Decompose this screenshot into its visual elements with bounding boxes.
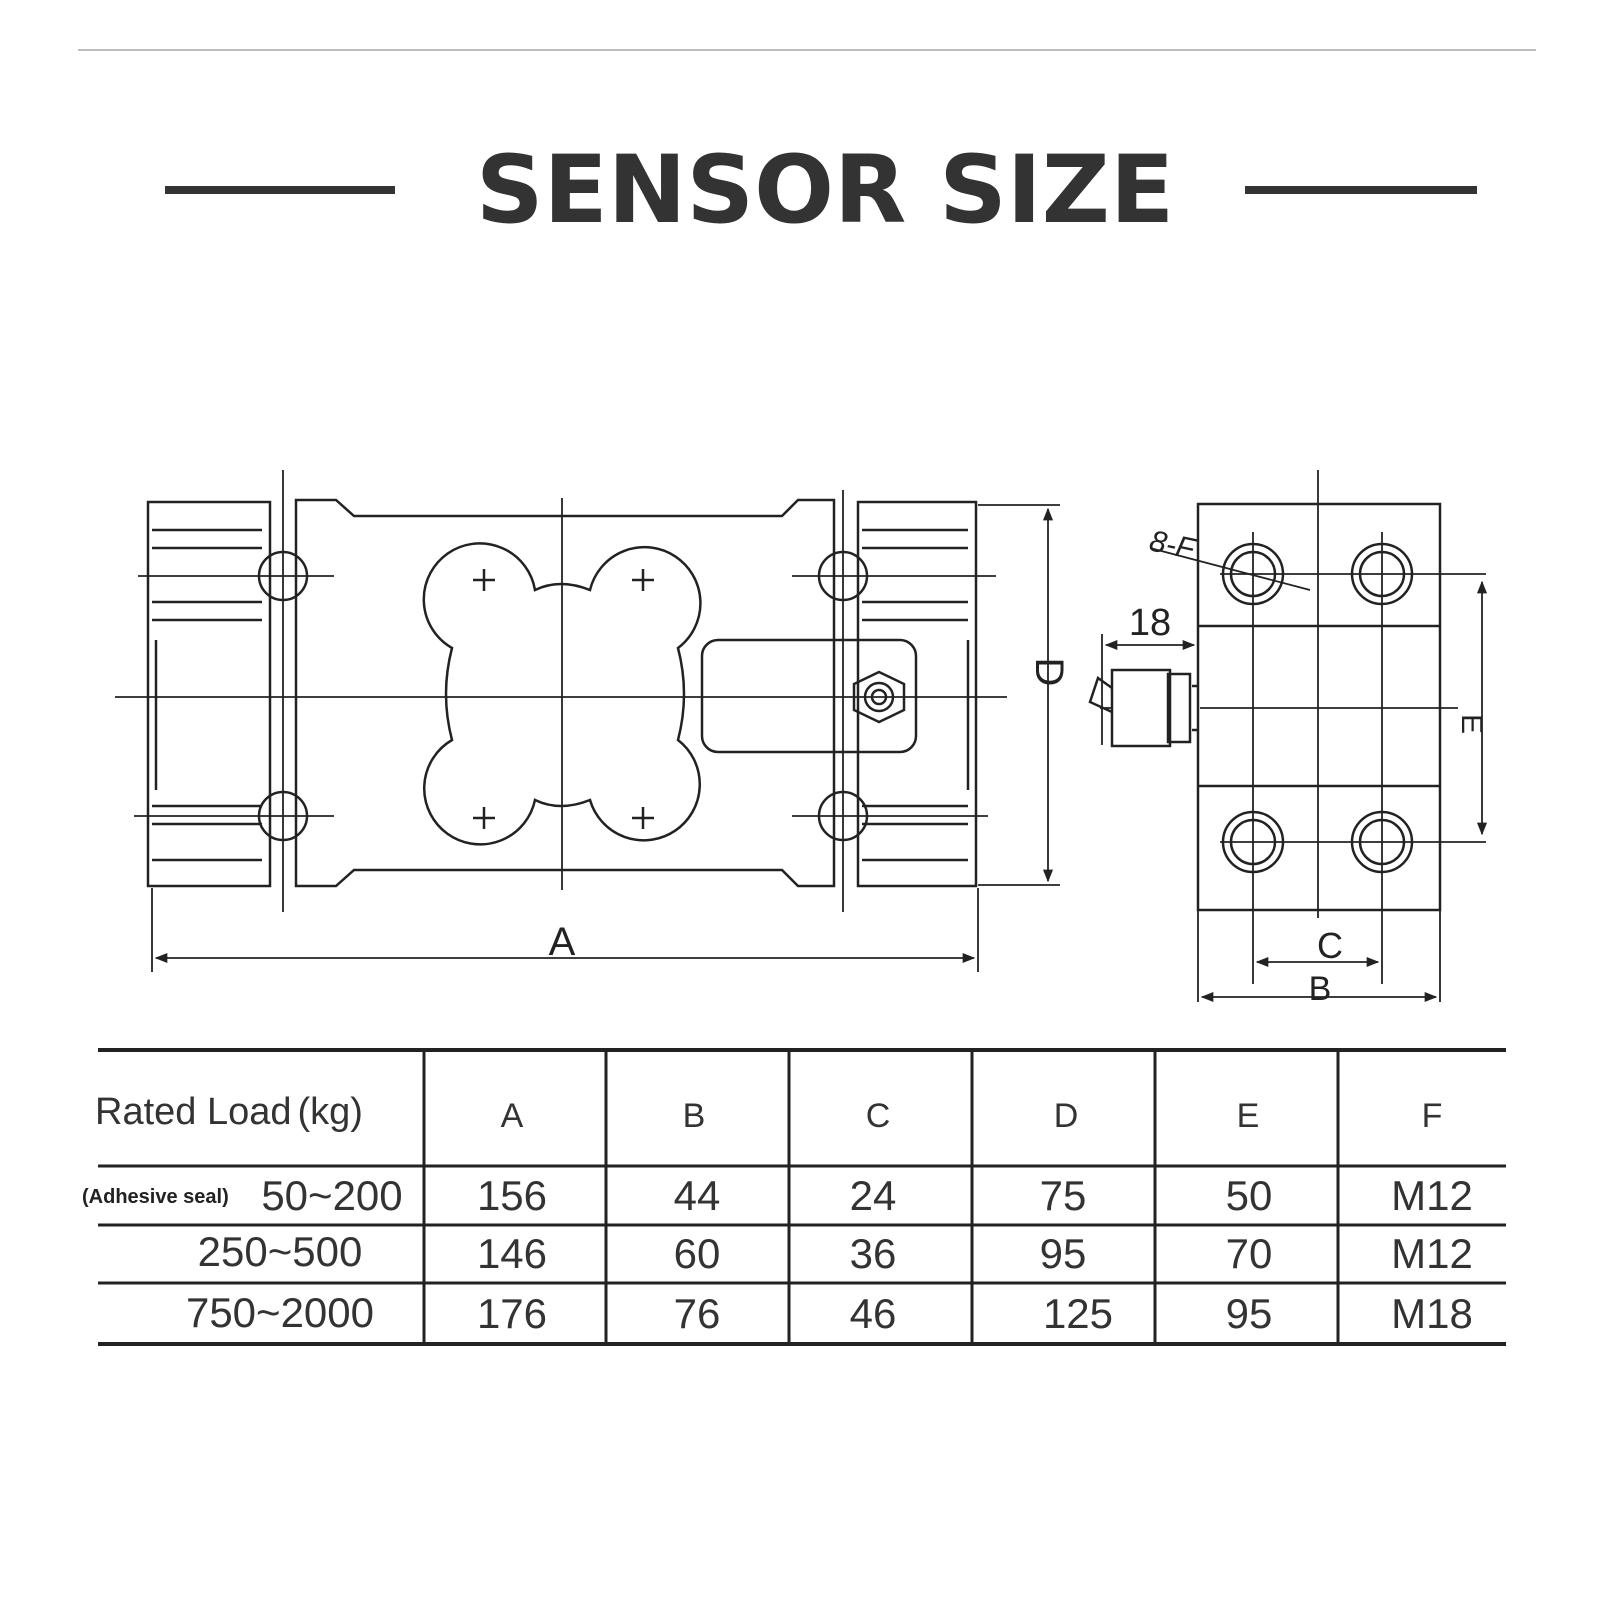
cross-mark — [632, 569, 654, 591]
dimension-a — [151, 888, 979, 972]
row-note: (Adhesive seal) — [82, 1186, 229, 1208]
column-header-a: A — [501, 1097, 524, 1135]
front-cross-marks — [473, 569, 654, 829]
cross-mark — [473, 569, 495, 591]
table-row: 750~2000 176 76 46 125 95 M18 — [186, 1289, 1473, 1337]
side-centerlines — [1100, 470, 1486, 984]
cross-mark — [473, 807, 495, 829]
cable-recess — [700, 638, 918, 754]
column-header-b: B — [683, 1097, 706, 1135]
dimension-d-label: D — [1027, 658, 1071, 687]
cell-d: 75 — [1040, 1172, 1087, 1219]
cell-d: 95 — [1040, 1230, 1087, 1277]
cell-a: 176 — [477, 1290, 547, 1337]
dimension-d — [978, 504, 1060, 886]
cell-c: 46 — [850, 1290, 897, 1337]
dimension-c-label: C — [1317, 925, 1343, 966]
column-header-d: D — [1054, 1097, 1079, 1135]
dimension-18-label: 18 — [1129, 602, 1171, 644]
cell-f: M12 — [1391, 1172, 1473, 1219]
cell-e: 70 — [1226, 1230, 1273, 1277]
table-row: 250~500 146 60 36 95 70 M12 — [198, 1228, 1473, 1277]
header-rated-load-text: Rated Load — [95, 1091, 292, 1133]
connector-nut — [1166, 672, 1192, 744]
dimension-e-label: E — [1455, 714, 1488, 734]
cell-f: M12 — [1391, 1230, 1473, 1277]
header-unit: (kg) — [298, 1091, 363, 1133]
column-header-c: C — [866, 1097, 891, 1135]
hole-spec-leader — [1149, 547, 1311, 591]
cell-a: 156 — [477, 1172, 547, 1219]
header-rated-load: Rated Load(kg) — [95, 1091, 363, 1133]
cell-e: 50 — [1226, 1172, 1273, 1219]
hole-spec-label: 8-F — [1147, 525, 1200, 567]
side-view-drawing — [1088, 502, 1442, 912]
cell-b: 44 — [674, 1172, 721, 1219]
right-mount-block — [856, 500, 978, 888]
cross-mark — [632, 807, 654, 829]
cable-connector — [1110, 668, 1172, 748]
side-body-outline — [1196, 502, 1442, 912]
cell-c: 36 — [850, 1230, 897, 1277]
cell-a: 146 — [477, 1230, 547, 1277]
front-centerlines — [115, 470, 1007, 912]
page-title: SENSOR SIZE — [476, 136, 1174, 245]
table-row: (Adhesive seal) 50~200 156 44 24 75 50 M… — [82, 1172, 1473, 1219]
dimension-a-label: A — [549, 920, 576, 964]
row-rated-load: 250~500 — [198, 1228, 363, 1275]
column-header-e: E — [1237, 1097, 1260, 1135]
left-mount-block — [146, 500, 272, 888]
table-grid — [98, 1048, 1506, 1346]
row-rated-load: 50~200 — [261, 1172, 402, 1219]
cell-b: 76 — [674, 1290, 721, 1337]
cell-f: M18 — [1391, 1290, 1473, 1337]
cell-c: 24 — [850, 1172, 897, 1219]
dimension-b — [1197, 910, 1441, 1003]
dimension-b-label: B — [1309, 970, 1332, 1008]
dimension-18 — [1101, 634, 1196, 745]
hex-nut — [852, 670, 906, 724]
column-header-f: F — [1422, 1097, 1443, 1135]
row-rated-load: 750~2000 — [186, 1289, 374, 1336]
cell-e: 95 — [1226, 1290, 1273, 1337]
load-cell-body-outline — [294, 498, 836, 888]
cell-d: 125 — [1043, 1290, 1113, 1337]
spec-table: Rated Load(kg) A B C D E F (Adhesive sea… — [82, 1048, 1506, 1346]
cell-b: 60 — [674, 1230, 721, 1277]
cable-end — [1088, 675, 1113, 714]
clover-cutout — [422, 542, 702, 846]
